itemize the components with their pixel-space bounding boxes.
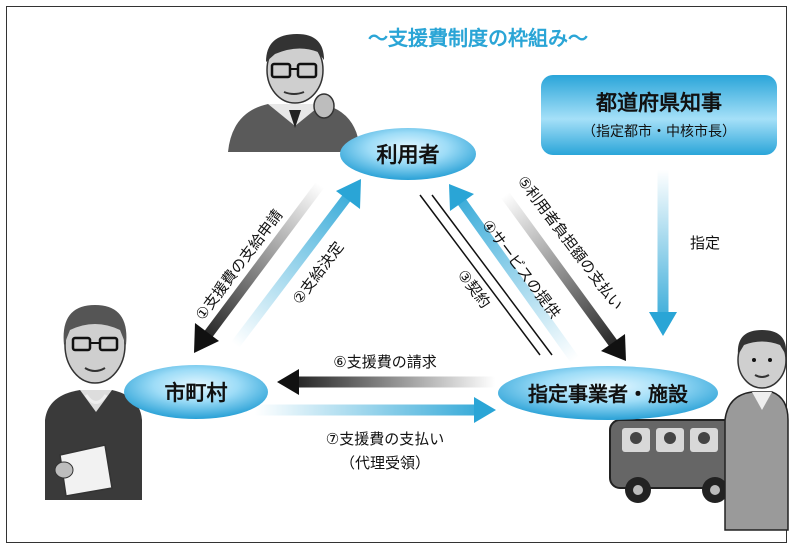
edge-label-e3: ③契約 <box>454 266 495 312</box>
diagram-frame <box>6 6 787 543</box>
edge-label-e2: ②支給決定 <box>289 238 348 307</box>
edge-label-e7-sub: （代理受領） <box>340 454 430 472</box>
municipality-person-icon <box>45 305 142 500</box>
edge-label-e1: ①支援費の支給申請 <box>192 206 287 323</box>
arrow-e6 <box>277 369 495 395</box>
edge-label-e7: ⑦支援費の支払い <box>326 430 444 448</box>
node-user-label: 利用者 <box>377 143 440 167</box>
edge-label-e6: ⑥支援費の請求 <box>333 353 436 371</box>
node-provider-label: 指定事業者・施設 <box>528 382 689 406</box>
diagram-title: ～支援費制度の枠組み～ <box>368 26 588 50</box>
node-governor-label: 都道府県知事 <box>595 91 722 115</box>
node-user: 利用者 <box>340 128 476 180</box>
arrow-e1 <box>194 182 325 353</box>
node-governor-sublabel: （指定都市・中核市長） <box>582 123 736 140</box>
user-person-icon <box>228 34 360 152</box>
arrow-e7 <box>255 397 496 423</box>
provider-bus-icon <box>609 330 789 531</box>
edge-label-designation: 指定 <box>690 234 720 252</box>
node-municipality: 市町村 <box>124 365 268 419</box>
node-municipality-label: 市町村 <box>165 381 228 405</box>
arrow-e2 <box>231 179 361 349</box>
node-governor: 都道府県知事 （指定都市・中核市長） <box>541 75 777 155</box>
arrow-e5 <box>500 192 626 361</box>
arrow-designation <box>649 170 677 336</box>
contract-lines <box>419 194 553 356</box>
node-provider: 指定事業者・施設 <box>498 366 718 420</box>
arrow-e4 <box>449 184 580 363</box>
